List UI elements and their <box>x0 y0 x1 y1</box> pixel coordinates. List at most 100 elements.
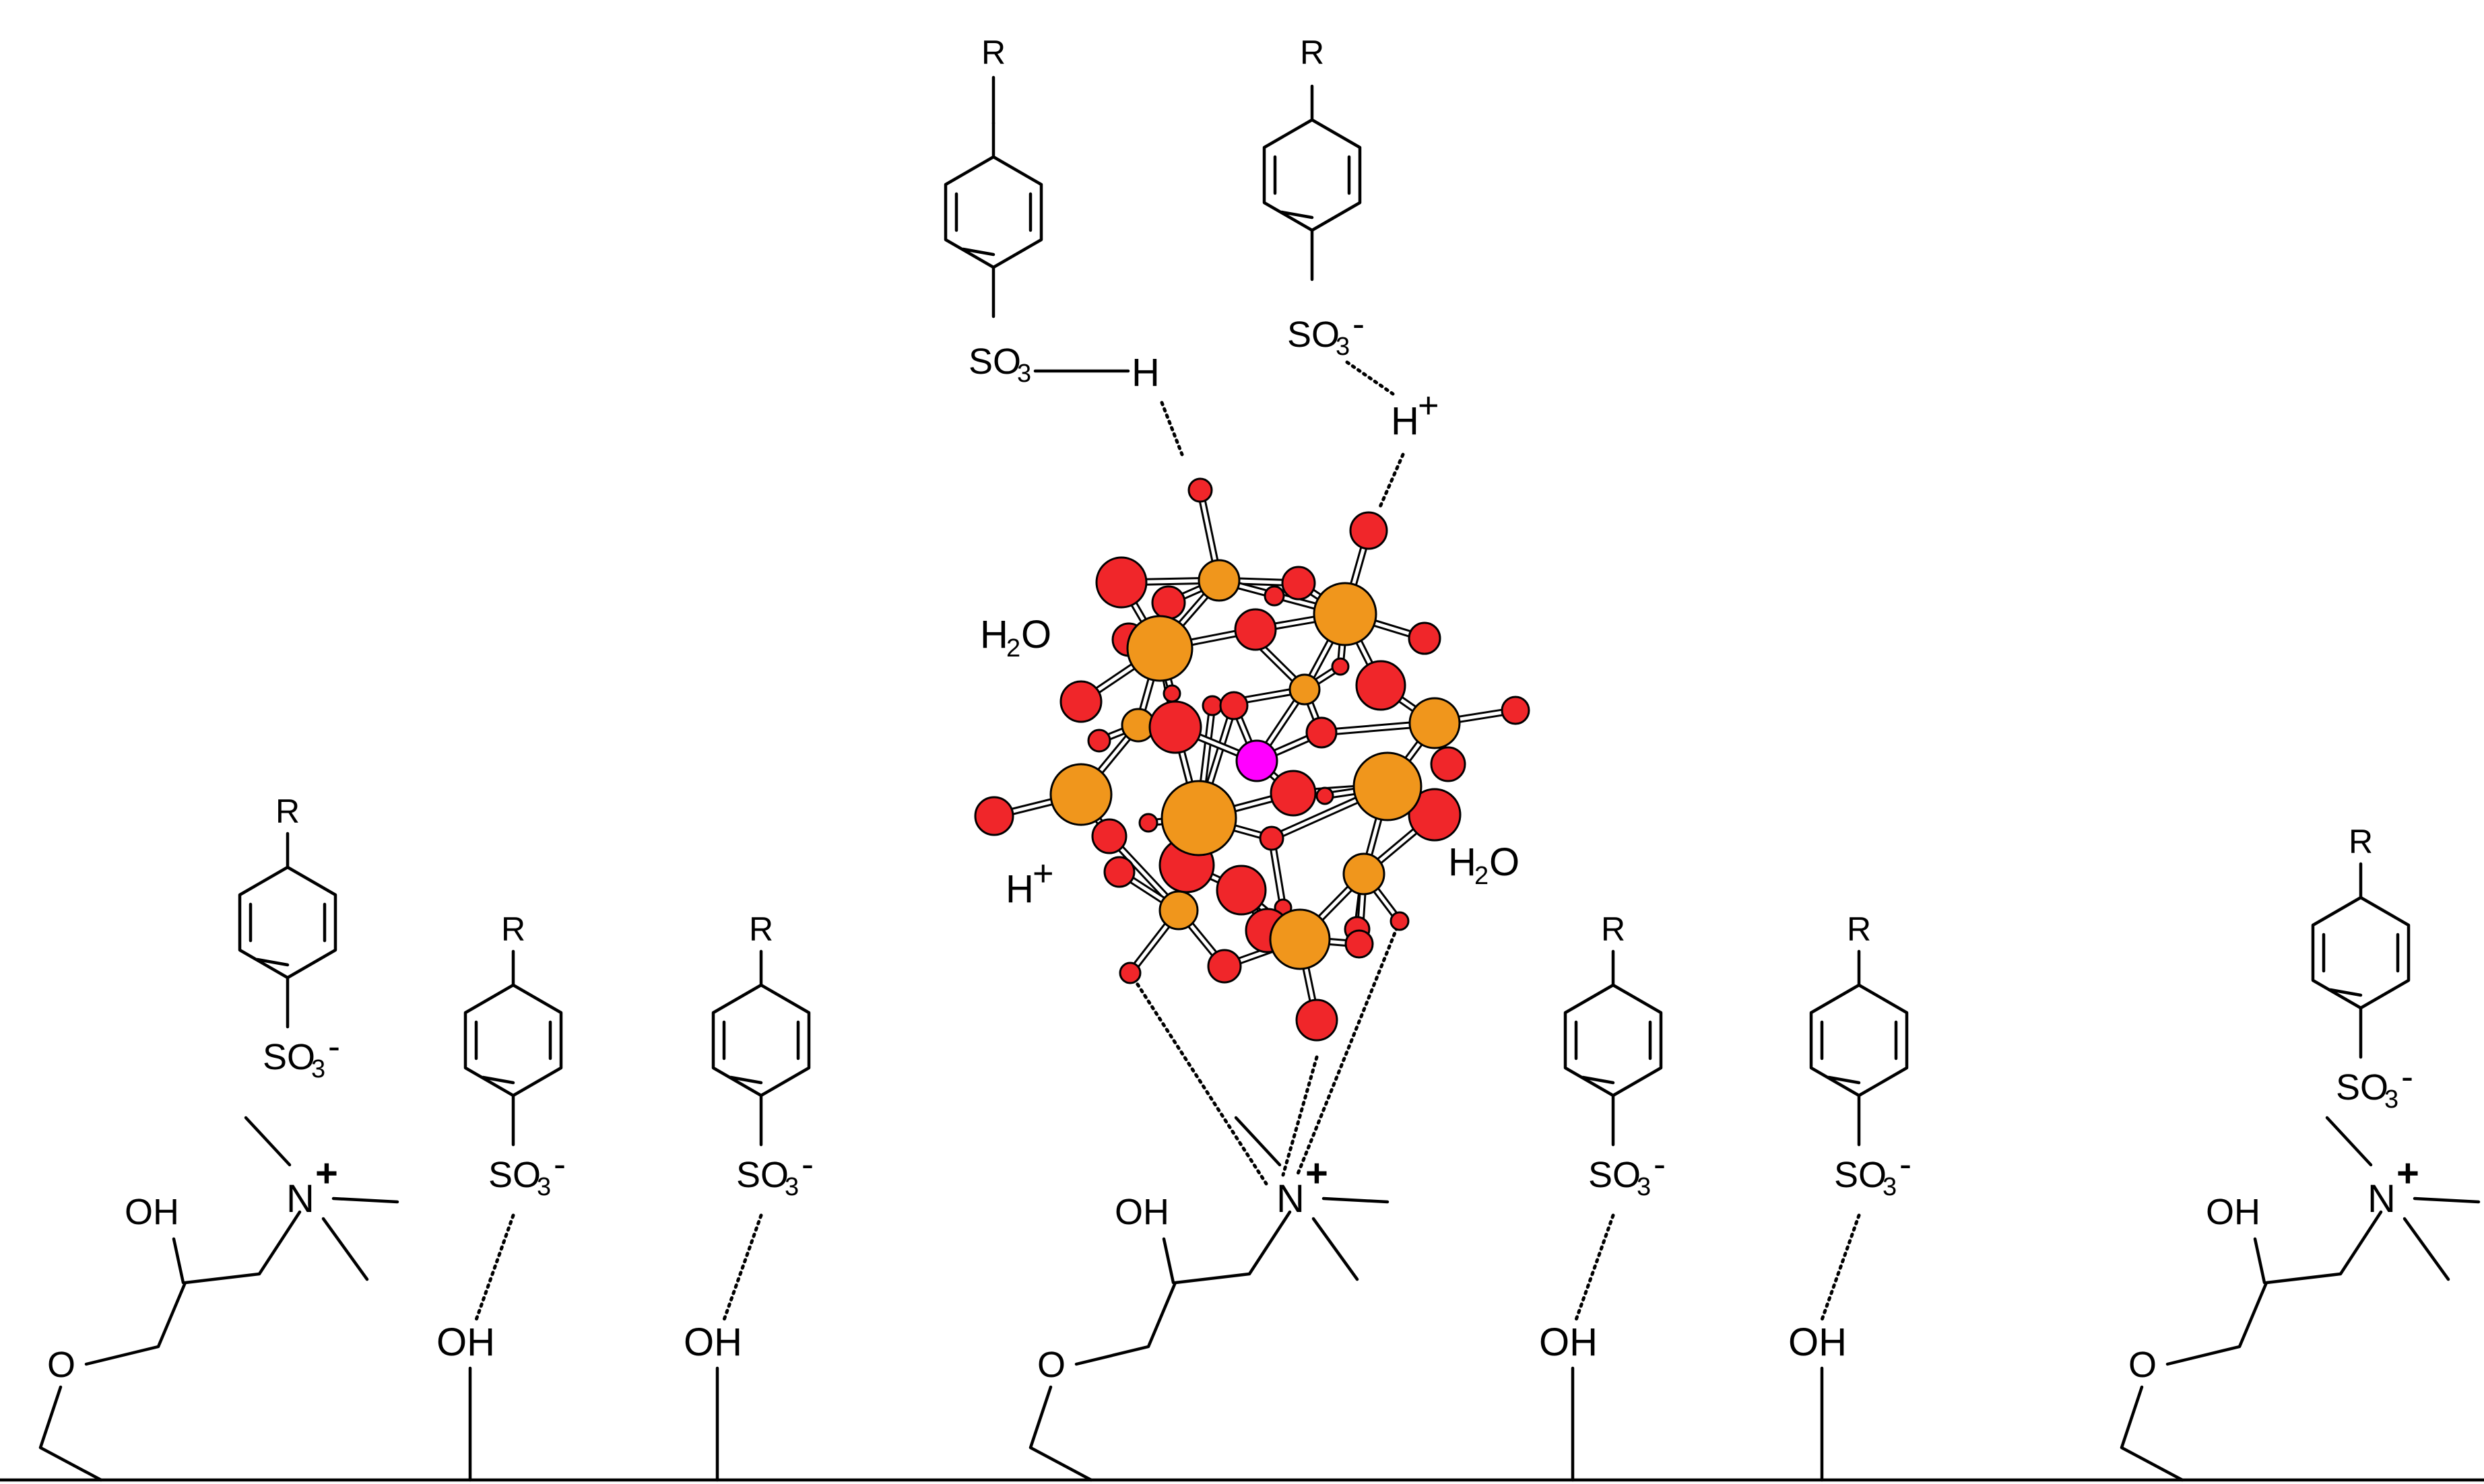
r-group-label: R <box>981 34 1006 71</box>
surface-oh-label: OH <box>436 1320 495 1364</box>
sulfonate-so-label: SO <box>488 1155 541 1195</box>
hydrogen-bond <box>722 1213 763 1322</box>
sulfonate-minus-label: - <box>1654 1144 1666 1184</box>
water-h: H <box>980 613 1008 656</box>
sulfonate-sub3-label: 3 <box>1637 1173 1651 1201</box>
r-group-label: R <box>1300 34 1324 71</box>
metal-atom <box>1269 908 1331 970</box>
oxygen-atom <box>1216 865 1267 916</box>
proton-plus-label: + <box>1418 385 1439 426</box>
oxygen-atom <box>1390 911 1410 931</box>
quaternary-ammonium-group: O OH N + <box>38 1116 399 1482</box>
ammonium-plus-label: + <box>2396 1151 2419 1195</box>
oxygen-atom <box>1234 608 1277 651</box>
surface-oh-label: OH <box>1788 1320 1847 1364</box>
benzene-ring <box>944 155 1043 269</box>
aryl-sulfonate-molecule: R SO 3 - <box>2311 823 2413 1114</box>
benzene-ring <box>711 983 811 1098</box>
sulfonate-minus-label: - <box>554 1144 566 1184</box>
sulfonate-sub3-label: 3 <box>785 1173 799 1201</box>
oxygen-atom <box>1087 729 1111 753</box>
oxygen-atom <box>1202 695 1223 716</box>
surface-oh-label: OH <box>1539 1320 1598 1364</box>
water-h: H <box>1448 840 1476 884</box>
oxygen-atom <box>1259 825 1284 851</box>
aryl-sulfonate-molecule: R SO 3 - <box>1563 910 1666 1322</box>
hydroxyl-label: OH <box>125 1192 179 1232</box>
benzene-ring <box>238 865 337 980</box>
oxygen-atom <box>1349 511 1388 550</box>
oxygen-atom <box>1331 657 1350 676</box>
oxygen-atom <box>1207 949 1242 984</box>
sulfonate-so-label: SO <box>1834 1155 1887 1195</box>
sulfonate-so-label: SO <box>969 341 1021 382</box>
ammonium-n-label: N <box>2367 1177 2396 1221</box>
ammonium-plus-label: + <box>1305 1151 1328 1195</box>
sulfonate-minus-label: - <box>2401 1056 2413 1097</box>
surface-hydroxyl-group: OH <box>1788 1320 1847 1482</box>
ammonium-n-label: N <box>286 1177 315 1221</box>
metal-atom <box>1198 559 1241 602</box>
sulfonate-sub3-label: 3 <box>1017 360 1031 388</box>
surface-hydroxyl-group: OH <box>436 1320 495 1482</box>
water-o: O <box>1489 840 1519 884</box>
central-heteroatom <box>1235 739 1278 782</box>
oxygen-atom <box>1264 585 1285 607</box>
water-sub2: 2 <box>1006 634 1020 663</box>
metal-atom <box>1161 780 1237 856</box>
aryl-sulfonate-molecule: R SO 3 - <box>711 910 814 1322</box>
oxygen-atom <box>1103 856 1136 888</box>
r-group-label: R <box>1601 910 1625 948</box>
metal-atom <box>1342 852 1385 896</box>
benzene-ring <box>1563 983 1663 1098</box>
r-group-label: R <box>2349 823 2373 861</box>
proton-plus: + <box>1033 853 1054 893</box>
benzene-ring <box>2311 896 2411 1010</box>
oxygen-atom <box>1091 818 1127 854</box>
r-group-label: R <box>1847 910 1871 948</box>
sulfonate-sub3-label: 3 <box>1883 1173 1897 1201</box>
sulfonate-minus-label: - <box>802 1144 814 1184</box>
oxygen-atom <box>1408 621 1441 655</box>
oxygen-atom <box>1315 786 1334 805</box>
oxygen-atom <box>1295 999 1338 1042</box>
quaternary-ammonium-group: O OH N + <box>1028 1116 1390 1482</box>
surface-oh-label: OH <box>684 1320 742 1364</box>
oxygen-atom <box>1163 684 1181 703</box>
r-group-label: R <box>275 792 300 830</box>
metal-atom <box>1288 673 1321 706</box>
oxygen-atom <box>1119 962 1142 984</box>
ether-oxygen-label: O <box>2128 1345 2157 1385</box>
oxygen-atom <box>1281 566 1316 601</box>
sulfonate-sub3-label: 3 <box>2384 1085 2398 1114</box>
oxygen-atom <box>974 796 1014 836</box>
water-label-right: H 2 O <box>1448 840 1519 890</box>
polyoxometalate-cluster <box>974 477 1530 1042</box>
hydrogen-bond <box>474 1213 515 1322</box>
hydrogen-bond <box>1574 1213 1615 1322</box>
sulfonate-sub3-label: 3 <box>537 1173 551 1201</box>
oxygen-atom <box>1344 929 1374 959</box>
sulfonate-so-label: SO <box>1287 314 1340 355</box>
oxygen-atom <box>1430 746 1466 782</box>
aryl-sulfonate-molecule: R SO 3 - <box>1809 910 1911 1322</box>
sulfonate-sub3-label: 3 <box>1336 333 1350 361</box>
sulfonate-so-label: SO <box>1588 1155 1641 1195</box>
benzene-ring <box>463 983 563 1098</box>
proton-h: H <box>1006 867 1034 911</box>
metal-atom <box>1158 890 1199 931</box>
sulfonate-minus-label: - <box>1899 1144 1911 1184</box>
water-sub2: 2 <box>1474 862 1489 890</box>
oxygen-atom <box>1151 585 1186 620</box>
sulfonate-so-label: SO <box>263 1037 315 1077</box>
ether-oxygen-label: O <box>47 1345 75 1385</box>
hydrogen-bond <box>1345 360 1395 396</box>
oxygen-atom <box>1355 660 1406 711</box>
oxygen-atom <box>1059 680 1103 723</box>
water-o: O <box>1021 613 1051 656</box>
hydrogen-bond <box>1160 401 1184 457</box>
oxygen-atom <box>1219 691 1249 720</box>
metal-atom <box>1049 763 1113 826</box>
aryl-sulfonate-molecule: R SO 3 - <box>238 792 340 1083</box>
